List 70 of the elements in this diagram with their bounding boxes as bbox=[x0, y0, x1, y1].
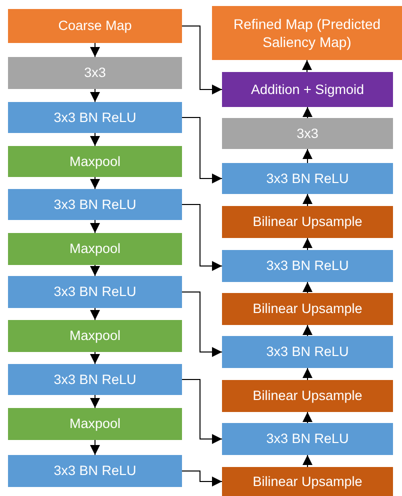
pooling-box bbox=[8, 408, 182, 440]
arrow bbox=[182, 204, 222, 271]
arrow bbox=[182, 292, 222, 357]
conv-block-box bbox=[222, 336, 393, 368]
node-label: 3x3 bbox=[84, 64, 106, 82]
arrow bbox=[90, 220, 100, 234]
arrow bbox=[182, 26, 222, 94]
conv-block-box bbox=[8, 276, 182, 308]
node-label: Maxpool bbox=[69, 327, 121, 345]
arrow bbox=[90, 264, 100, 276]
conv-block-box bbox=[8, 364, 182, 395]
conv-block-box bbox=[222, 423, 393, 455]
node-label: Bilinear Upsample bbox=[252, 300, 362, 318]
conv-block-box bbox=[8, 455, 182, 487]
arrow bbox=[302, 282, 312, 294]
input-box bbox=[8, 9, 182, 43]
arrow bbox=[302, 148, 312, 164]
arrow bbox=[90, 176, 100, 190]
node-label: Maxpool bbox=[69, 240, 121, 258]
pooling-box bbox=[8, 146, 182, 177]
node-label: 3x3 BN ReLU bbox=[54, 108, 136, 126]
arrow bbox=[302, 368, 312, 380]
node-label: Bilinear Upsample bbox=[252, 472, 362, 490]
conv-block-box bbox=[222, 163, 393, 194]
node-label: Coarse Map bbox=[58, 17, 132, 35]
node-label: 3x3 BN ReLU bbox=[54, 283, 136, 301]
pooling-box bbox=[8, 233, 182, 265]
node-label: Maxpool bbox=[69, 152, 121, 170]
conv-block-box bbox=[8, 189, 182, 220]
node-label: Bilinear Upsample bbox=[252, 213, 362, 231]
node-label: 3x3 BN ReLU bbox=[266, 170, 349, 188]
arrow bbox=[90, 132, 100, 146]
node-label: Addition + Sigmoid bbox=[251, 80, 364, 98]
conv-box bbox=[8, 57, 182, 89]
arrow bbox=[90, 308, 100, 320]
pooling-box bbox=[8, 320, 182, 352]
node-label: 3x3 BN ReLU bbox=[54, 462, 136, 480]
operation-box bbox=[222, 72, 393, 107]
upsample-box bbox=[222, 467, 393, 496]
node-label: 3x3 bbox=[296, 124, 318, 142]
node-label: 3x3 BN ReLU bbox=[54, 196, 136, 214]
arrow bbox=[90, 42, 100, 58]
arrow bbox=[302, 194, 312, 206]
arrow bbox=[90, 440, 100, 456]
node-label: 3x3 BN ReLU bbox=[54, 370, 136, 388]
arrow bbox=[302, 106, 312, 118]
conv-block-box bbox=[8, 102, 182, 133]
node-label: Refined Map (Predicted Saliency Map) bbox=[232, 14, 382, 52]
arrow bbox=[90, 352, 100, 364]
arrow bbox=[182, 117, 222, 184]
arrow bbox=[90, 88, 100, 102]
conv-block-box bbox=[222, 250, 393, 282]
node-label: 3x3 BN ReLU bbox=[266, 343, 349, 361]
node-label: 3x3 BN ReLU bbox=[266, 430, 349, 448]
node-label: Maxpool bbox=[69, 415, 121, 433]
arrow bbox=[302, 412, 312, 424]
upsample-box bbox=[222, 380, 393, 412]
arrow bbox=[302, 238, 312, 250]
arrow bbox=[302, 454, 312, 468]
conv-box bbox=[222, 118, 393, 149]
upsample-box bbox=[222, 206, 393, 238]
output-box bbox=[212, 6, 402, 60]
node-label: Bilinear Upsample bbox=[252, 387, 362, 405]
arrow bbox=[302, 324, 312, 336]
arrow bbox=[182, 470, 222, 486]
arrow bbox=[182, 379, 222, 444]
arrow bbox=[302, 60, 312, 72]
arrow bbox=[90, 394, 100, 408]
upsample-box bbox=[222, 293, 393, 325]
node-label: 3x3 BN ReLU bbox=[266, 257, 349, 275]
